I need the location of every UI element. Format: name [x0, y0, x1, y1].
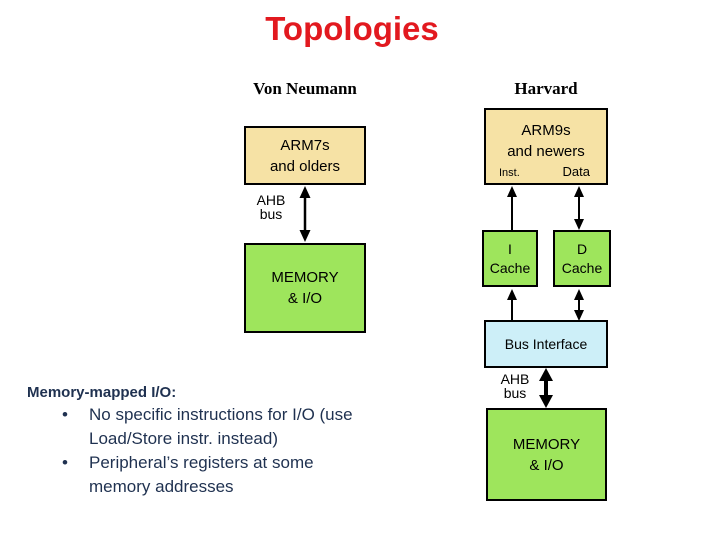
vn-cpu-line2: and olders: [269, 157, 341, 175]
hv-bus-label: AHB bus: [500, 371, 530, 401]
hv-data-arrow-bottom: [574, 289, 584, 321]
list-item: • Peripheral’s registers at some memory …: [58, 451, 388, 499]
hv-port-data: Data: [562, 164, 590, 179]
bullet-text: No specific instructions for I/O (use Lo…: [89, 405, 353, 448]
hv-ahb-arrow: [539, 368, 553, 408]
hv-inst-arrow-top: [507, 186, 517, 230]
vn-cpu-box: ARM7s and olders: [244, 126, 366, 185]
bullet-icon: •: [62, 405, 68, 424]
hv-dcache-line2: Cache: [561, 259, 603, 276]
hv-icache-box: I Cache: [482, 230, 538, 287]
vn-memory-line2: & I/O: [287, 290, 323, 307]
hv-memory-line2: & I/O: [529, 456, 564, 474]
list-item: • No specific instructions for I/O (use …: [58, 403, 388, 451]
page-title: Topologies: [265, 10, 439, 47]
vn-bus-label: AHB bus: [256, 192, 286, 222]
bullet-icon: •: [62, 453, 68, 472]
hv-bus-interface-label: Bus Interface: [504, 336, 588, 352]
hv-dcache-line1: D: [576, 240, 588, 257]
hv-icache-line1: I: [508, 240, 512, 257]
von-neumann-label: Von Neumann: [253, 79, 357, 98]
hv-cpu-box: ARM9s and newers Inst. Data: [484, 108, 608, 185]
hv-cpu-line2: and newers: [507, 143, 585, 160]
vn-cpu-line1: ARM7s: [280, 136, 330, 154]
hv-icache-line2: Cache: [489, 259, 531, 276]
notes-bullet-list: • No specific instructions for I/O (use …: [58, 403, 388, 499]
vn-bus-arrow: [299, 186, 311, 242]
harvard-label: Harvard: [514, 79, 578, 98]
hv-dcache-box: D Cache: [553, 230, 611, 287]
hv-memory-line1: MEMORY: [512, 435, 581, 453]
vn-memory-line1: MEMORY: [271, 269, 339, 286]
hv-memory-box: MEMORY & I/O: [486, 408, 607, 501]
hv-inst-arrow-bottom: [507, 289, 517, 321]
hv-bus-interface-box: Bus Interface: [484, 320, 608, 368]
hv-data-arrow-top: [574, 186, 584, 230]
hv-cpu-line1: ARM9s: [521, 122, 571, 139]
notes-heading: Memory-mapped I/O:: [27, 384, 177, 401]
hv-port-inst: Inst.: [499, 167, 520, 179]
vn-memory-box: MEMORY & I/O: [244, 243, 366, 333]
bullet-text: Peripheral’s registers at some memory ad…: [89, 453, 314, 496]
